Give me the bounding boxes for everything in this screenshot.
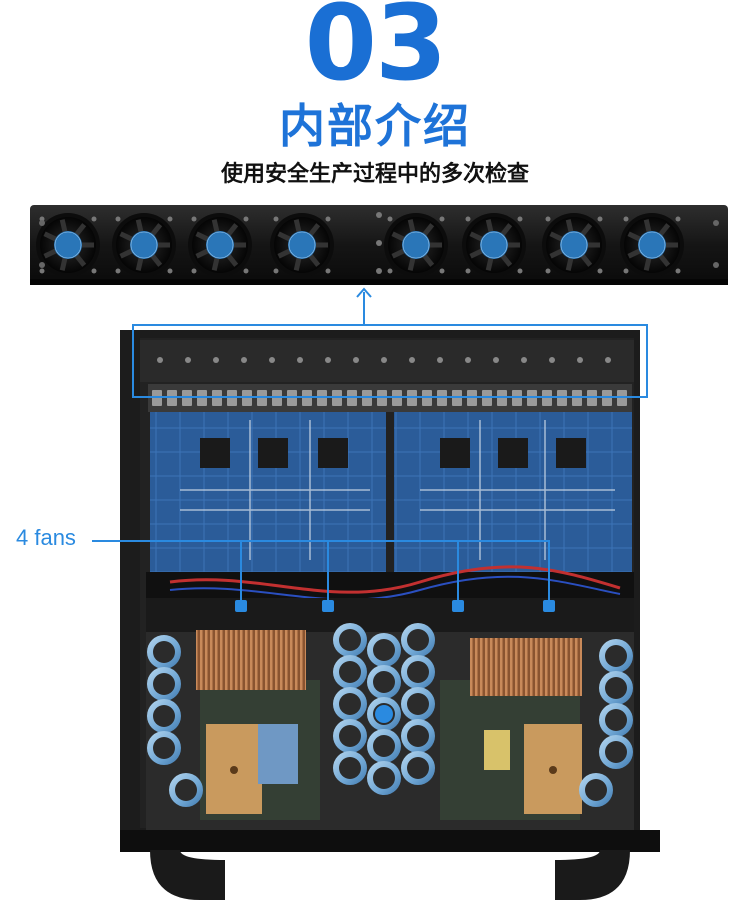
- callout-dot: [322, 600, 334, 612]
- capacitor: [169, 773, 203, 807]
- section-title: 内部介绍: [279, 99, 471, 153]
- capacitor: [367, 761, 401, 795]
- callout-line-horizontal: [92, 540, 550, 542]
- capacitor: [401, 687, 435, 721]
- capacitor: [333, 623, 367, 657]
- capacitor: [333, 655, 367, 689]
- fan-icon: [36, 213, 100, 277]
- capacitor: [147, 667, 181, 701]
- capacitor: [599, 671, 633, 705]
- section-subtitle: 使用安全生产过程中的多次检查: [220, 162, 529, 187]
- callout-line-fan-3: [457, 540, 459, 606]
- capacitor: [147, 699, 181, 733]
- capacitor: [401, 719, 435, 753]
- capacitor: [367, 633, 401, 667]
- fan-panel-image: [30, 205, 728, 285]
- fan-icon: [112, 213, 176, 277]
- capacitor: [147, 731, 181, 765]
- capacitor: [367, 729, 401, 763]
- zoom-highlight-box: [132, 324, 648, 398]
- capacitor: [147, 635, 181, 669]
- callout-line-fan-2: [327, 540, 329, 606]
- callout-line-fan-4: [548, 540, 550, 606]
- capacitor: [401, 655, 435, 689]
- fan-icon: [384, 213, 448, 277]
- capacitor: [599, 735, 633, 769]
- callout-dot: [543, 600, 555, 612]
- capacitor: [579, 773, 613, 807]
- callout-line-fan-1: [240, 540, 242, 606]
- capacitor: [401, 751, 435, 785]
- amplifier-interior-photo: [120, 330, 660, 900]
- capacitor: [599, 703, 633, 737]
- capacitor: [333, 687, 367, 721]
- fan-icon: [620, 213, 684, 277]
- capacitor: [599, 639, 633, 673]
- capacitor: [367, 665, 401, 699]
- callout-line-vertical-span: [549, 540, 550, 542]
- fan-icon: [188, 213, 252, 277]
- fan-icon: [270, 213, 334, 277]
- section-number: 03: [304, 0, 448, 104]
- fans-callout-label: 4 fans: [16, 525, 76, 550]
- capacitor: [333, 719, 367, 753]
- fan-icon: [462, 213, 526, 277]
- callout-connector: [363, 292, 365, 324]
- fan-icon: [542, 213, 606, 277]
- callout-dot: [235, 600, 247, 612]
- callout-dot: [452, 600, 464, 612]
- capacitor: [333, 751, 367, 785]
- capacitor: [401, 623, 435, 657]
- arrow-up-icon: [356, 287, 372, 298]
